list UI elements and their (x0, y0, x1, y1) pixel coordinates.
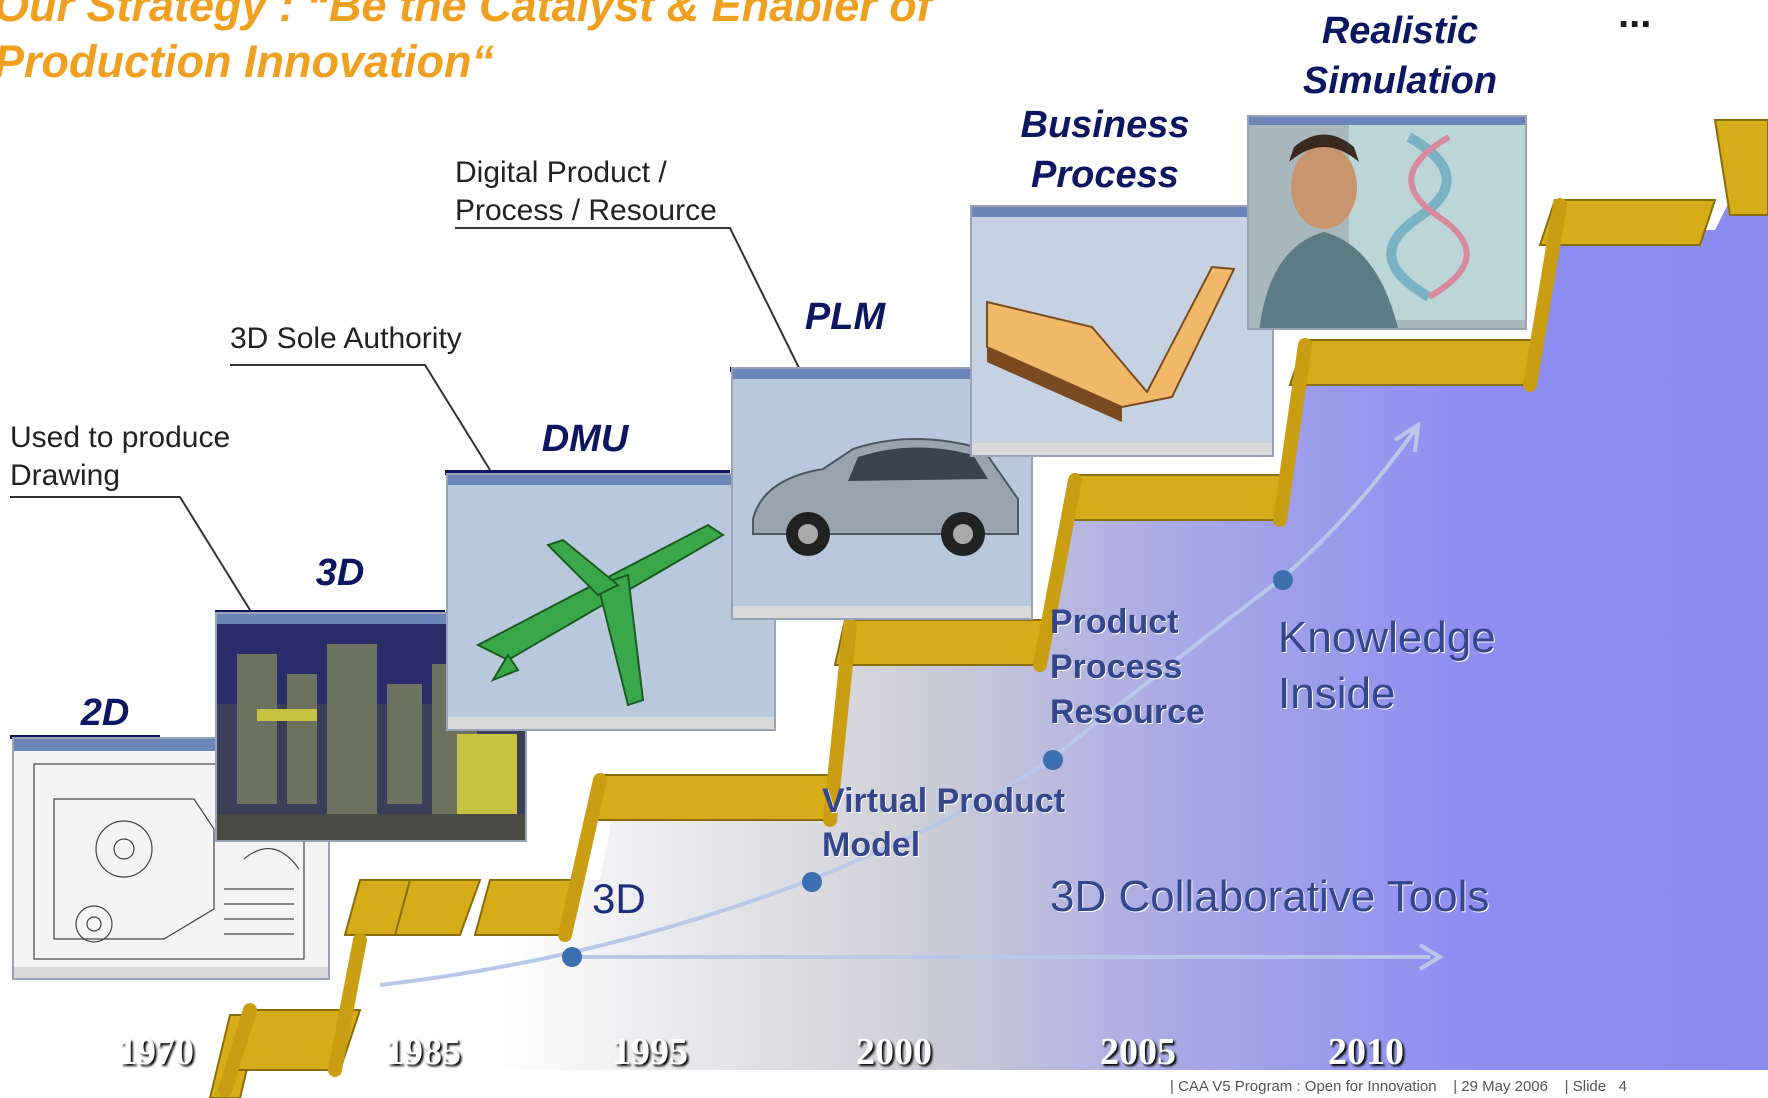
note-sole-authority: 3D Sole Authority (230, 322, 462, 355)
era-label-3d: 3D (592, 875, 646, 922)
note-digital-product: Digital Product / Process / Resource (455, 156, 717, 227)
screenshot-dmu-airplane-image (446, 473, 776, 731)
era-label-product-process-resource: Product Process Resource (1050, 603, 1205, 731)
year-2000: 2000 (856, 1031, 932, 1073)
year-2005: 2005 (1100, 1031, 1176, 1073)
staircase-steps (208, 119, 1768, 1098)
stage-label-plm: PLM (804, 296, 886, 338)
year-2010: 2010 (1328, 1031, 1404, 1073)
stage-label-dmu: DMU (541, 418, 629, 460)
note-used-to-produce: Used to produce Drawing (10, 421, 231, 492)
year-1985: 1985 (385, 1031, 461, 1073)
slide-footer: | CAA V5 Program : Open for Innovation |… (1170, 1078, 1627, 1095)
year-1995: 1995 (612, 1031, 688, 1073)
era-label-knowledge-inside: Knowledge Inside (1278, 613, 1496, 718)
timeline-dots (562, 570, 1293, 967)
year-1970: 1970 (118, 1031, 194, 1073)
ellipsis-text: ... (1618, 0, 1652, 36)
leader-lines (10, 227, 801, 611)
stage-label-3d: 3D (315, 552, 365, 594)
stage-label-2d: 2D (80, 692, 130, 734)
stage-label-realistic-simulation: Realistic Simulation (1302, 10, 1498, 102)
staircase-risers (218, 198, 1567, 1097)
era-label-3d-collaborative-tools: 3D Collaborative Tools (1050, 872, 1490, 921)
screenshot-realistic-simulation-image (1247, 115, 1527, 330)
era-label-virtual-product-model: Virtual Product Model (822, 782, 1066, 864)
slide-title: Our Strategy : “Be the Catalyst & Enable… (0, 0, 932, 87)
stage-label-business-process: Business Process (1020, 104, 1190, 196)
screenshot-business-process-image (970, 205, 1274, 457)
